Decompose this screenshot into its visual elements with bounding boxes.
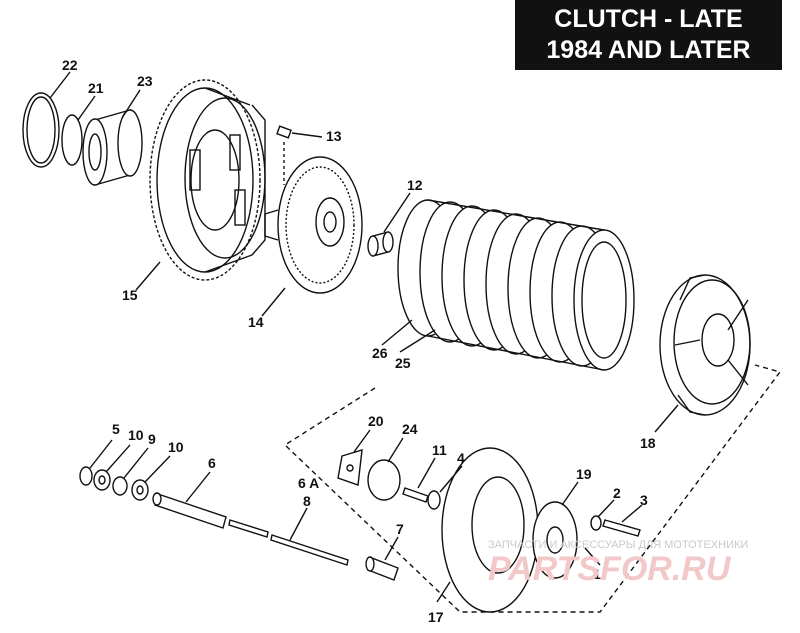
svg-text:15: 15 — [122, 287, 138, 303]
svg-text:4: 4 — [457, 450, 465, 466]
part-20-lockplate — [337, 449, 363, 486]
svg-text:9: 9 — [148, 431, 156, 447]
callout-19: 19 — [561, 466, 592, 506]
part-10-washer-b — [131, 479, 149, 501]
svg-text:18: 18 — [640, 435, 656, 451]
part-8-long-rod — [270, 534, 349, 566]
svg-text:2: 2 — [613, 485, 621, 501]
callout-26: 26 — [372, 319, 413, 361]
part-6a-short-rod — [228, 519, 269, 538]
svg-text:1: 1 — [593, 566, 601, 582]
svg-text:5: 5 — [112, 421, 120, 437]
svg-text:7: 7 — [396, 521, 404, 537]
callout-20: 20 — [353, 413, 384, 453]
part-4-nut — [427, 490, 441, 510]
svg-text:24: 24 — [402, 421, 418, 437]
svg-text:6: 6 — [208, 455, 216, 471]
part-24-snap-ring — [367, 459, 401, 501]
part-11-adjusting-screw — [402, 487, 429, 503]
part-21-snap-ring — [61, 114, 83, 166]
callout-18: 18 — [640, 404, 679, 451]
part-6-pushrod-tube — [152, 492, 227, 529]
svg-text:3: 3 — [640, 492, 648, 508]
svg-text:17: 17 — [428, 609, 444, 625]
callout-21: 21 — [77, 80, 104, 121]
callout-25: 25 — [395, 329, 436, 371]
callout-2: 2 — [597, 485, 621, 518]
svg-text:13: 13 — [326, 128, 342, 144]
callout-11: 11 — [417, 442, 447, 489]
callout-7: 7 — [384, 521, 404, 561]
callout-6a: 6 A — [298, 475, 319, 491]
part-19-adjusting-plate — [532, 501, 578, 579]
svg-text:19: 19 — [576, 466, 592, 482]
part-7-end-piece — [365, 556, 399, 581]
callout-24: 24 — [387, 421, 418, 463]
part-5-clip — [79, 466, 93, 486]
callout-4: 4 — [439, 450, 465, 493]
callout-3: 3 — [621, 492, 648, 523]
svg-text:11: 11 — [432, 442, 447, 458]
callout-13: 13 — [291, 128, 342, 144]
callout-14: 14 — [248, 287, 286, 330]
callout-1: 1 — [584, 547, 601, 582]
part-22-retaining-ring — [22, 92, 60, 168]
part-15-clutch-shell — [149, 79, 266, 281]
part-14-clutch-hub — [264, 156, 363, 294]
part-18-pressure-plate — [659, 274, 751, 416]
svg-text:10: 10 — [168, 439, 184, 455]
svg-text:20: 20 — [368, 413, 384, 429]
callout-12: 12 — [383, 177, 423, 233]
diagram-title: CLUTCH - LATE 1984 AND LATER — [515, 0, 782, 70]
title-line-1: CLUTCH - LATE — [554, 5, 743, 33]
watermark-tagline: ЗАПЧАСТИ И АКСЕССУАРЫ ДЛЯ МОТОТЕХНИКИ — [488, 539, 748, 551]
svg-text:21: 21 — [88, 80, 104, 96]
callout-22: 22 — [49, 57, 78, 99]
assembly-outline — [283, 364, 782, 613]
part-13-key — [276, 125, 292, 185]
watermark-logo: PARTSFOR.RU — [488, 550, 732, 588]
callout-5: 5 — [89, 421, 120, 469]
svg-text:14: 14 — [248, 314, 264, 330]
svg-text:12: 12 — [407, 177, 423, 193]
svg-text:23: 23 — [137, 73, 153, 89]
callout-17: 17 — [428, 581, 451, 625]
svg-text:26: 26 — [372, 345, 388, 361]
svg-text:6 A: 6 A — [298, 475, 319, 491]
title-line-2: 1984 AND LATER — [546, 36, 751, 64]
svg-text:25: 25 — [395, 355, 411, 371]
callout-8: 8 — [289, 493, 311, 541]
part-10-washer-a — [93, 469, 111, 491]
part-3-bolt — [602, 519, 641, 537]
callout-15: 15 — [122, 261, 161, 303]
svg-text:8: 8 — [303, 493, 311, 509]
part-2-washer — [590, 515, 602, 531]
callout-10a: 10 — [105, 427, 144, 473]
svg-text:22: 22 — [62, 57, 78, 73]
part-9-nut — [112, 476, 128, 496]
part-23-bearing — [82, 109, 143, 186]
part-12-spacer — [367, 231, 394, 257]
callout-6: 6 — [185, 455, 216, 503]
part-25-26-plate-stack — [397, 199, 635, 371]
callout-10b: 10 — [144, 439, 184, 483]
svg-text:10: 10 — [128, 427, 144, 443]
callout-23: 23 — [121, 73, 153, 119]
callout-9: 9 — [123, 431, 156, 479]
